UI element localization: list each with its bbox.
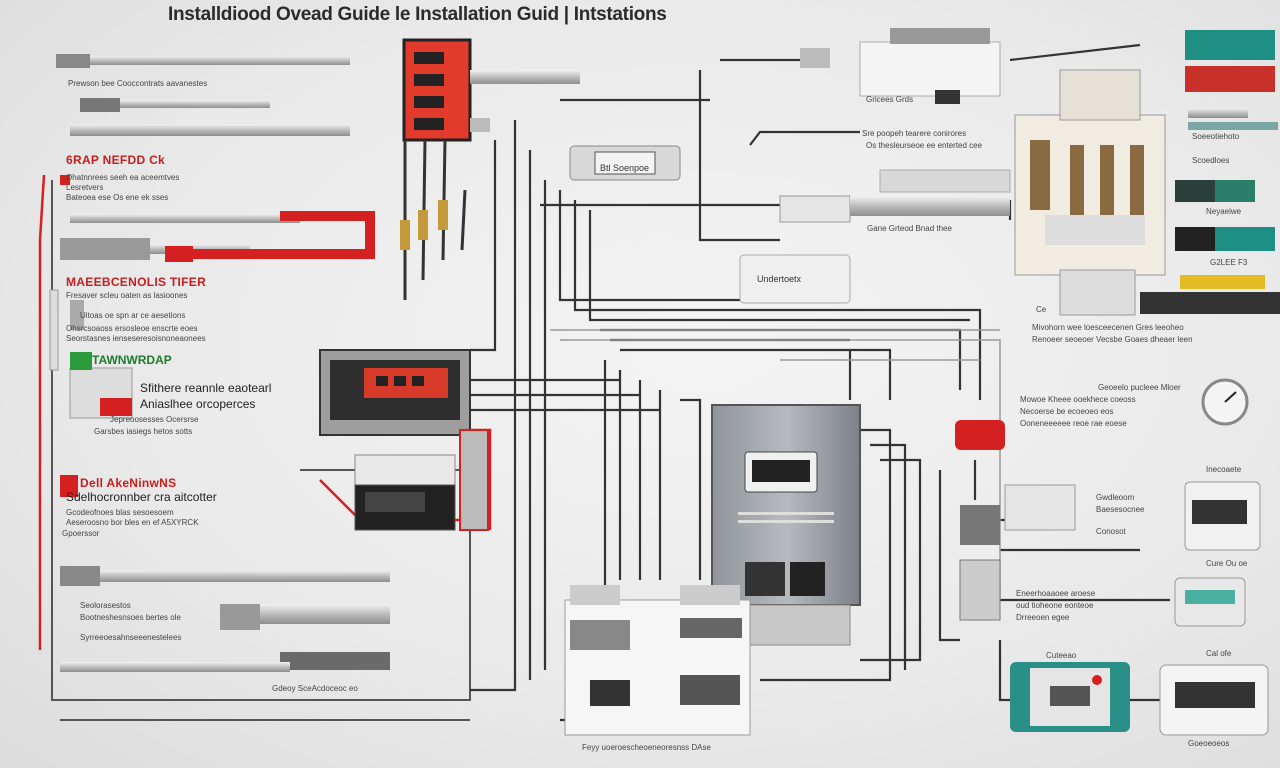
rail-1 — [90, 56, 350, 65]
module-teal — [1185, 30, 1275, 60]
left-line-2c: Ohsrcsoaoss ersosleoe enscrte eoes — [66, 324, 198, 333]
right-caption-d: G2LEE F3 — [1210, 258, 1248, 267]
right-line-i3: Conosot — [1096, 527, 1126, 536]
left-mid-2: Aniaslhee orcoperces — [140, 397, 256, 411]
left-line-2b: Uitoas oe spn ar ce aesetions — [80, 311, 186, 320]
rail-3 — [70, 124, 350, 136]
power-supply — [354, 429, 489, 531]
right-line-k3: Drreeoen egee — [1016, 613, 1070, 622]
right-line-f2: Renoeer seoeoer Vecsbe Goaes dheaer leen — [1032, 335, 1193, 344]
left-line-1b: Lesretvers — [66, 183, 104, 192]
left-heading-2: MAEEBCENOLIS TIFER — [66, 275, 207, 289]
rail-5 — [70, 570, 390, 582]
mid-caption: Gane Grteod Bnad thee — [867, 224, 952, 233]
meter-unit — [319, 349, 471, 436]
right-rack — [1014, 69, 1166, 276]
rail-6 — [230, 604, 390, 624]
top-caption-2b: Os thesleurseoe ee enterted cee — [866, 141, 983, 150]
right-caption-c: Neyaeiwe — [1206, 207, 1242, 216]
right-caption-h: Inecoaete — [1206, 465, 1242, 474]
left-mid-1: Sfithere reannle eaotearl — [140, 381, 272, 395]
left-line-5a: Seolorasestos — [80, 601, 131, 610]
left-line-2a: Fresaver scleu oaten as lasioones — [66, 291, 188, 300]
page-title: Installdiood Ovead Guide le Installation… — [168, 4, 667, 25]
rail-4 — [70, 214, 300, 223]
right-caption-a: Soeeotiehoto — [1192, 132, 1240, 141]
left-heading-1: 6RAP NEFDD Ck — [66, 153, 166, 167]
left-line-1c: Bateoea ese Os ene ek sses — [66, 193, 169, 202]
top-caption-2a: Sre poopeh tearere conirores — [862, 129, 967, 138]
right-line-g4: Ooneneeeeee reoe rae eoese — [1020, 419, 1127, 428]
left-bottom-caption: Gdeoy SceAcdoceoc eo — [272, 684, 358, 693]
right-caption-e: Ce — [1036, 305, 1047, 314]
right-line-k1: Eneerhoaaoee aroese — [1016, 589, 1096, 598]
controller-box — [739, 254, 851, 304]
controller-label: Undertoetx — [757, 274, 802, 284]
right-line-i1: Gwdleoom — [1096, 493, 1135, 502]
module-yellow — [1180, 275, 1265, 289]
left-heading-4: Dell AkeNinwNS — [80, 476, 177, 490]
left-heading-3: TAWNWRDAP — [92, 353, 172, 367]
right-caption-n: Goeoeoeos — [1188, 739, 1230, 748]
right-caption-j: Cure Ou oe — [1206, 559, 1248, 568]
relay-stack — [402, 38, 472, 142]
right-caption-b: Scoedloes — [1192, 156, 1230, 165]
rail-7 — [280, 652, 390, 670]
right-line-f1: Mivohorn wee loesceecenen Gres leeoheo — [1032, 323, 1184, 332]
left-line-4b: Aeseroosno bor bles en ef A5XYRCK — [66, 518, 199, 527]
right-line-i2: Baesesocnee — [1096, 505, 1145, 514]
left-top-caption: Prewson bee Cooccontrats aavanestes — [68, 79, 208, 88]
breaker-label: Btl Soenpoe — [600, 163, 650, 173]
module-red — [1185, 66, 1275, 92]
right-caption-l: Cuteeao — [1046, 651, 1077, 660]
left-line-3b: Garsbes iasiegs hetos sotts — [94, 427, 193, 436]
left-line-2d: Seorstasnes ienseseresoisnoneaonees — [66, 334, 206, 343]
rail-2 — [110, 100, 270, 108]
right-line-g2: Mowoe Kheee ooekhece coeoss — [1020, 395, 1136, 404]
left-line-5b: Bootneshesnsoes bertes ole — [80, 613, 181, 622]
left-mid-3: Sdelhocronnber cra aitcotter — [66, 490, 217, 504]
breaker-panel — [564, 585, 751, 736]
right-caption-m: Cal ofe — [1206, 649, 1232, 658]
right-line-g1: Geoeelo pucleee Mloer — [1098, 383, 1181, 392]
center-bottom-caption: Feyy uoeroescheoeneoresnss DAse — [582, 743, 711, 752]
top-caption-1: Gricees Grds — [866, 95, 914, 104]
left-line-3a: Jepreoosesses Ocersrse — [110, 415, 199, 424]
left-line-4c: Gpoerssor — [62, 529, 100, 538]
left-line-5c: Syrreeoesahnseeenestelees — [80, 633, 182, 642]
right-line-k2: oud tioheone eonteoe — [1016, 601, 1094, 610]
right-line-g3: Necoerse be ecoeoeo eos — [1020, 407, 1114, 416]
left-line-4a: Gcodeofnoes blas sesoesoem — [66, 508, 174, 517]
main-cabinet — [711, 404, 861, 646]
left-line-1a: Ohatnnrees seeh ea aceemtves — [66, 173, 180, 182]
